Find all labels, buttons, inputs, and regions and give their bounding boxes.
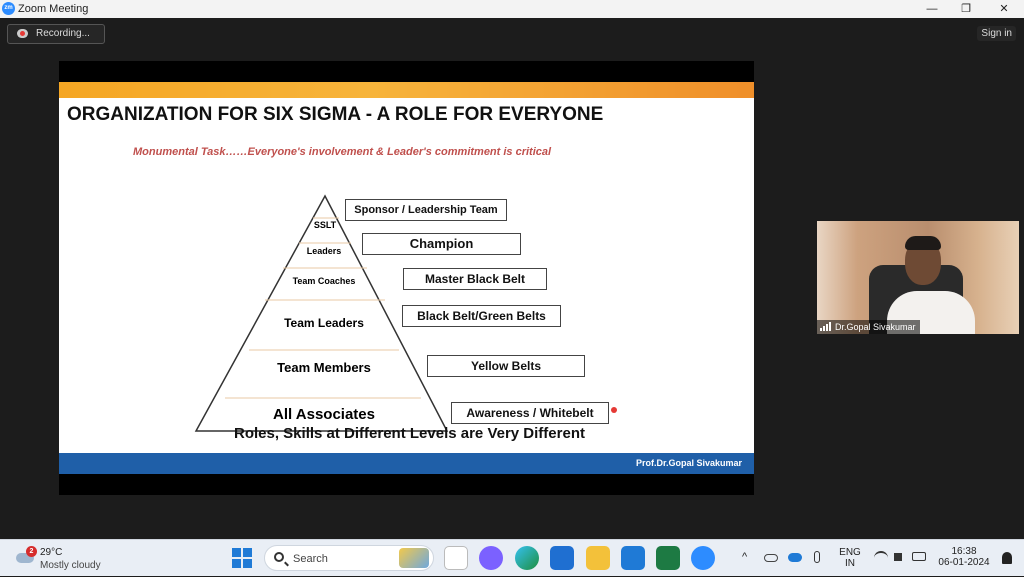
sign-in-button[interactable]: Sign in: [977, 26, 1016, 41]
shared-screen: ORGANIZATION FOR SIX SIGMA - A ROLE FOR …: [59, 61, 754, 495]
battery-icon[interactable]: [912, 552, 926, 561]
onedrive-business-icon[interactable]: [788, 553, 802, 562]
region-code: IN: [845, 558, 855, 569]
volume-icon[interactable]: [894, 553, 902, 561]
search-label: Search: [293, 553, 328, 565]
role-box-master-black-belt: Master Black Belt: [403, 268, 547, 290]
language-code: ENG: [839, 547, 861, 558]
role-box-sponsor: Sponsor / Leadership Team: [345, 199, 507, 221]
level-label-team-coaches: Team Coaches: [293, 276, 356, 286]
signal-bars-icon: [820, 322, 832, 331]
slide-bottom-bar: Prof.Dr.Gopal Sivakumar: [59, 453, 754, 474]
task-view-icon[interactable]: [444, 546, 468, 570]
role-box-whitebelt: Awareness / Whitebelt: [451, 402, 609, 424]
show-hidden-icons-chevron[interactable]: ^: [742, 551, 748, 563]
weather-temperature: 29°C: [40, 547, 63, 558]
level-label-ssl: SSLT: [314, 220, 337, 230]
slide-footer-text: Roles, Skills at Different Levels are Ve…: [234, 425, 585, 442]
weather-badge: 2: [26, 546, 37, 557]
microphone-icon[interactable]: [814, 551, 820, 563]
pyramid-outline: [194, 194, 449, 432]
zoom-icon[interactable]: [691, 546, 715, 570]
participant-video-tile[interactable]: Dr.Gopal Sivakumar: [817, 221, 1019, 334]
search-highlight-icon: [399, 548, 429, 568]
level-label-team-leaders: Team Leaders: [284, 316, 364, 330]
weather-widget[interactable]: 2 29°C Mostly cloudy: [12, 544, 112, 574]
clock-time: 16:38: [951, 546, 977, 557]
participant-name-tag: Dr.Gopal Sivakumar: [817, 320, 920, 334]
role-box-champion: Champion: [362, 233, 521, 255]
edge-icon[interactable]: [515, 546, 539, 570]
taskbar-search[interactable]: Search: [264, 545, 434, 571]
restore-button[interactable]: ❐: [961, 3, 971, 15]
role-box-black-green-belts: Black Belt/Green Belts: [402, 305, 561, 327]
close-button[interactable]: ✕: [999, 3, 1009, 15]
wifi-icon[interactable]: [874, 551, 888, 563]
level-label-team-members: Team Members: [277, 360, 371, 375]
recording-cloud-icon: [17, 29, 28, 38]
window-titlebar: zm Zoom Meeting — ❐ ✕: [0, 0, 1024, 18]
slide-subtitle: Monumental Task……Everyone's involvement …: [133, 146, 552, 158]
video-person-hair: [905, 236, 941, 250]
notification-bell-icon[interactable]: [1002, 552, 1012, 564]
search-icon: [274, 552, 284, 562]
level-label-leaders: Leaders: [307, 246, 342, 256]
file-explorer-icon[interactable]: [586, 546, 610, 570]
role-box-yellow-belts: Yellow Belts: [427, 355, 585, 377]
slide-top-bar: [59, 82, 754, 98]
recording-indicator[interactable]: Recording...: [7, 24, 105, 44]
slide-title: ORGANIZATION FOR SIX SIGMA - A ROLE FOR …: [67, 104, 604, 125]
minimize-button[interactable]: —: [926, 3, 938, 15]
start-button[interactable]: [232, 548, 252, 568]
participant-name: Dr.Gopal Sivakumar: [835, 322, 916, 332]
role-pyramid: SSLT Leaders Team Coaches Team Leaders T…: [194, 194, 617, 432]
store-icon[interactable]: [550, 546, 574, 570]
window-title: Zoom Meeting: [18, 3, 89, 15]
cloud-icon: [16, 553, 34, 563]
chat-icon[interactable]: [479, 546, 503, 570]
presenter-credit: Prof.Dr.Gopal Sivakumar: [635, 458, 742, 468]
meeting-stage: Recording... Sign in ORGANIZATION FOR SI…: [0, 18, 1024, 539]
weather-condition: Mostly cloudy: [40, 560, 101, 571]
onedrive-personal-icon[interactable]: [764, 554, 778, 562]
zoom-logo-icon: zm: [2, 2, 15, 15]
presentation-slide: ORGANIZATION FOR SIX SIGMA - A ROLE FOR …: [59, 82, 754, 474]
laser-pointer-dot: [611, 407, 617, 413]
mail-icon[interactable]: [621, 546, 645, 570]
excel-icon[interactable]: [656, 546, 680, 570]
recording-label: Recording...: [36, 28, 90, 39]
level-label-all-associates: All Associates: [273, 406, 375, 423]
clock-date: 06-01-2024: [938, 557, 990, 568]
